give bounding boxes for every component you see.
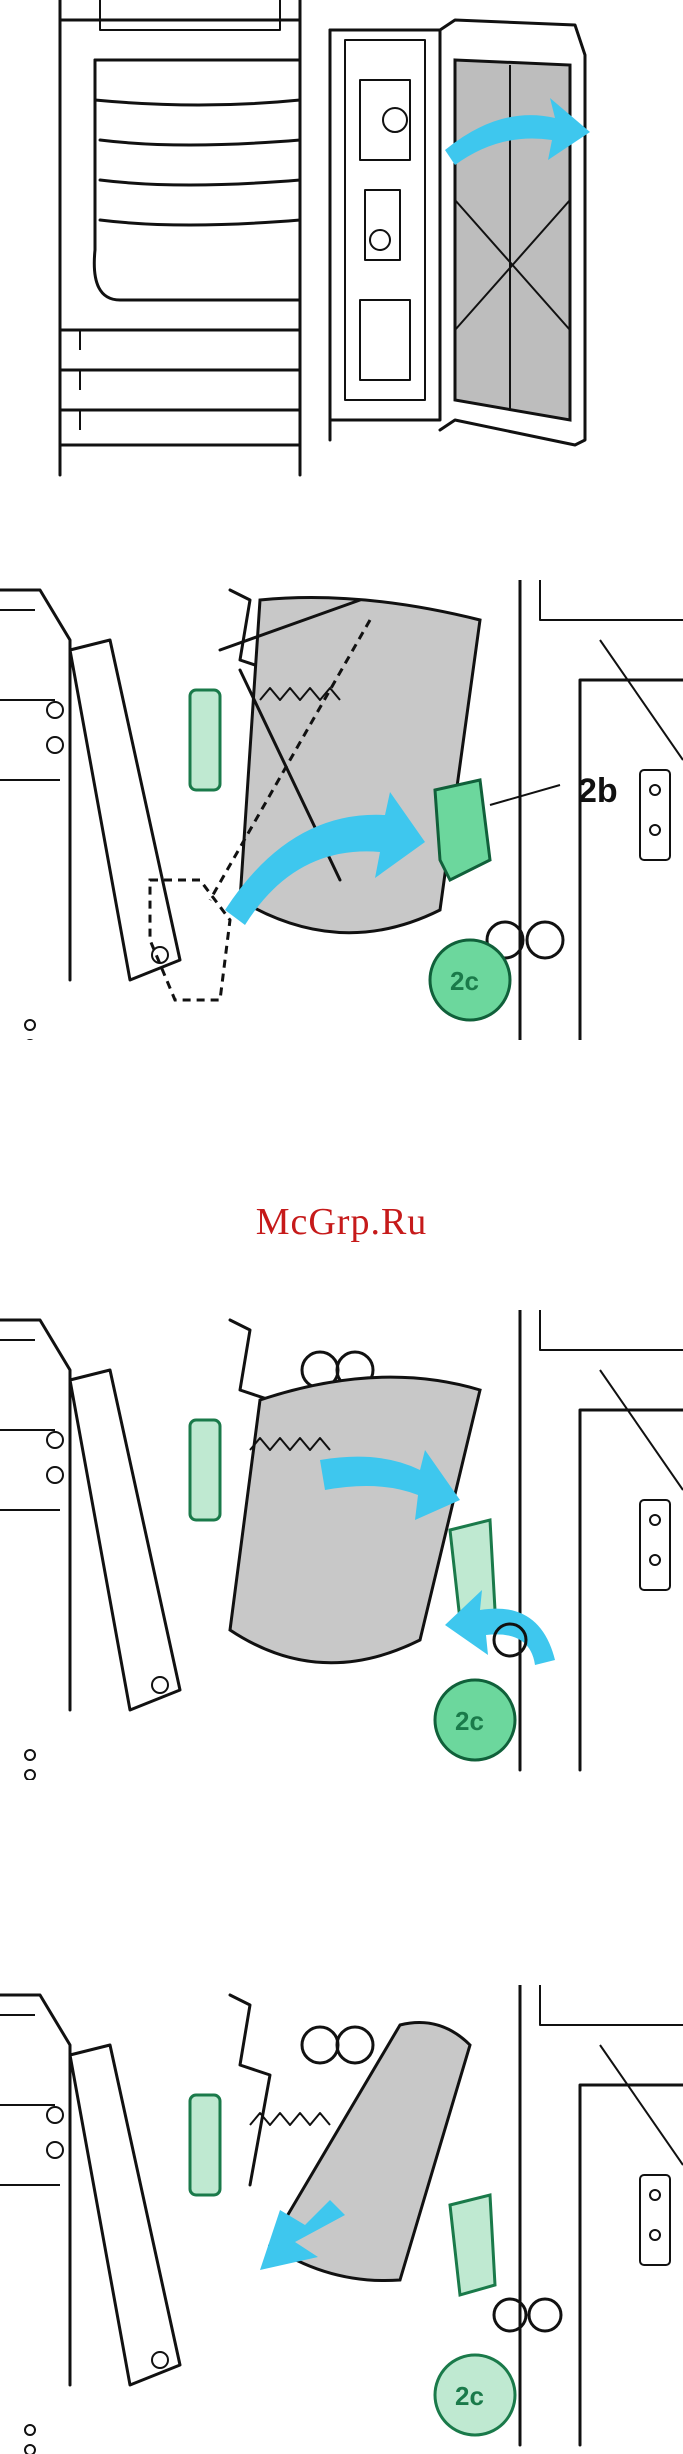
transport-drum: [230, 1377, 480, 1663]
left-handle: [190, 1420, 220, 1520]
knob-2c-label: 2c: [450, 966, 479, 996]
step-open-front-door: [0, 0, 683, 480]
left-handle: [190, 2095, 220, 2195]
watermark: McGrp.Ru: [0, 1200, 683, 1244]
printer-door-illustration: [0, 0, 683, 480]
step-remove-paper: 2c: [0, 1985, 683, 2454]
front-door-open: [440, 20, 585, 445]
callout-2b-label: 2b: [578, 772, 618, 810]
printer-body: [60, 0, 300, 475]
handle-2b: [435, 780, 490, 880]
left-handle: [190, 690, 220, 790]
finisher-interior-illustration-3: 2c: [0, 1985, 683, 2454]
finisher-interior-illustration-2: 2c: [0, 1310, 683, 1780]
knob-2c-label: 2c: [455, 1706, 484, 1736]
handle-outline-previous: [150, 880, 230, 1000]
finisher-interior-illustration-1: 2b 2c: [0, 580, 683, 1040]
step-lift-handle-2b: 2b 2c: [0, 580, 683, 1040]
step-rotate-knob-2c: 2c: [0, 1310, 683, 1780]
finisher-unit: [300, 0, 440, 475]
transport-drum: [270, 2023, 470, 2281]
knob-2c-label: 2c: [455, 2381, 484, 2411]
handle-2b: [450, 2195, 495, 2295]
